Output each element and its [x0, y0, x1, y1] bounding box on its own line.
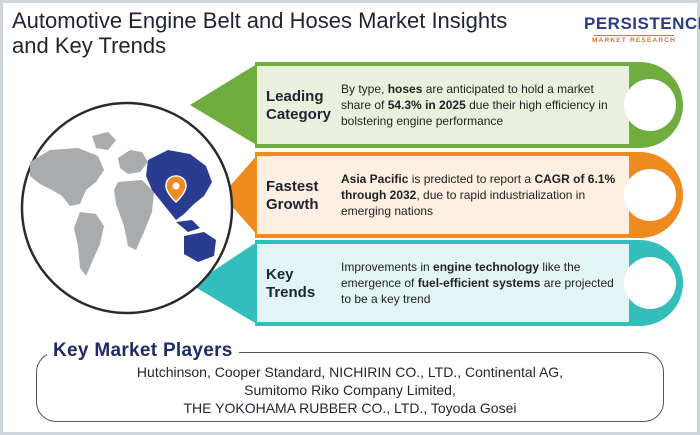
row2-description: Asia Pacific is predicted to report a CA…	[341, 172, 616, 218]
green-panel	[257, 66, 629, 144]
europe-shape	[118, 150, 148, 174]
players-line-3: THE YOKOHAMA RUBBER CO., LTD., Toyoda Go…	[183, 400, 517, 416]
location-pin-icon	[165, 175, 187, 204]
row1-description: By type, hoses are anticipated to hold a…	[341, 82, 608, 128]
players-box	[36, 352, 664, 422]
green-circle-icon	[624, 79, 676, 131]
logo-tagline: MARKET RESEARCH	[591, 37, 677, 44]
africa-shape	[114, 180, 154, 250]
row3-description: Improvements in engine technology like t…	[341, 260, 614, 306]
teal-circle-icon	[624, 257, 676, 309]
row2-label: Fastest Growth	[266, 178, 319, 213]
orange-circle-icon	[624, 169, 676, 221]
australia-shape	[184, 232, 216, 262]
orange-connector	[222, 152, 260, 238]
logo-divider	[594, 35, 674, 36]
row-leading-category	[255, 62, 683, 148]
row-fastest-growth	[255, 152, 683, 238]
page-title: Automotive Engine Belt and Hoses Market …	[12, 8, 532, 58]
southeast-asia-shape	[176, 220, 200, 232]
row3-label: Key Trends	[266, 266, 316, 301]
green-connector	[190, 62, 260, 147]
south-america-shape	[74, 212, 104, 276]
logo-word: PERSISTENCE	[584, 14, 700, 33]
row1-label: Leading Category	[266, 88, 332, 123]
players-title: Key Market Players	[47, 340, 239, 362]
world-map-globe	[20, 101, 234, 315]
teal-panel	[257, 244, 629, 322]
players-line-2: Sumitomo Riko Company Limited,	[244, 382, 456, 398]
teal-connector	[192, 240, 260, 326]
north-america-shape	[30, 148, 104, 206]
greenland-shape	[92, 132, 116, 150]
orange-panel	[257, 156, 629, 234]
players-line-1: Hutchinson, Cooper Standard, NICHIRIN CO…	[136, 364, 564, 380]
persistence-logo: PERSISTENCE MARKET RESEARCH	[584, 10, 700, 54]
title-line-2: and Key Trends	[12, 33, 167, 58]
title-line-1: Automotive Engine Belt and Hoses Market …	[12, 8, 508, 33]
row-key-trends	[255, 240, 683, 326]
